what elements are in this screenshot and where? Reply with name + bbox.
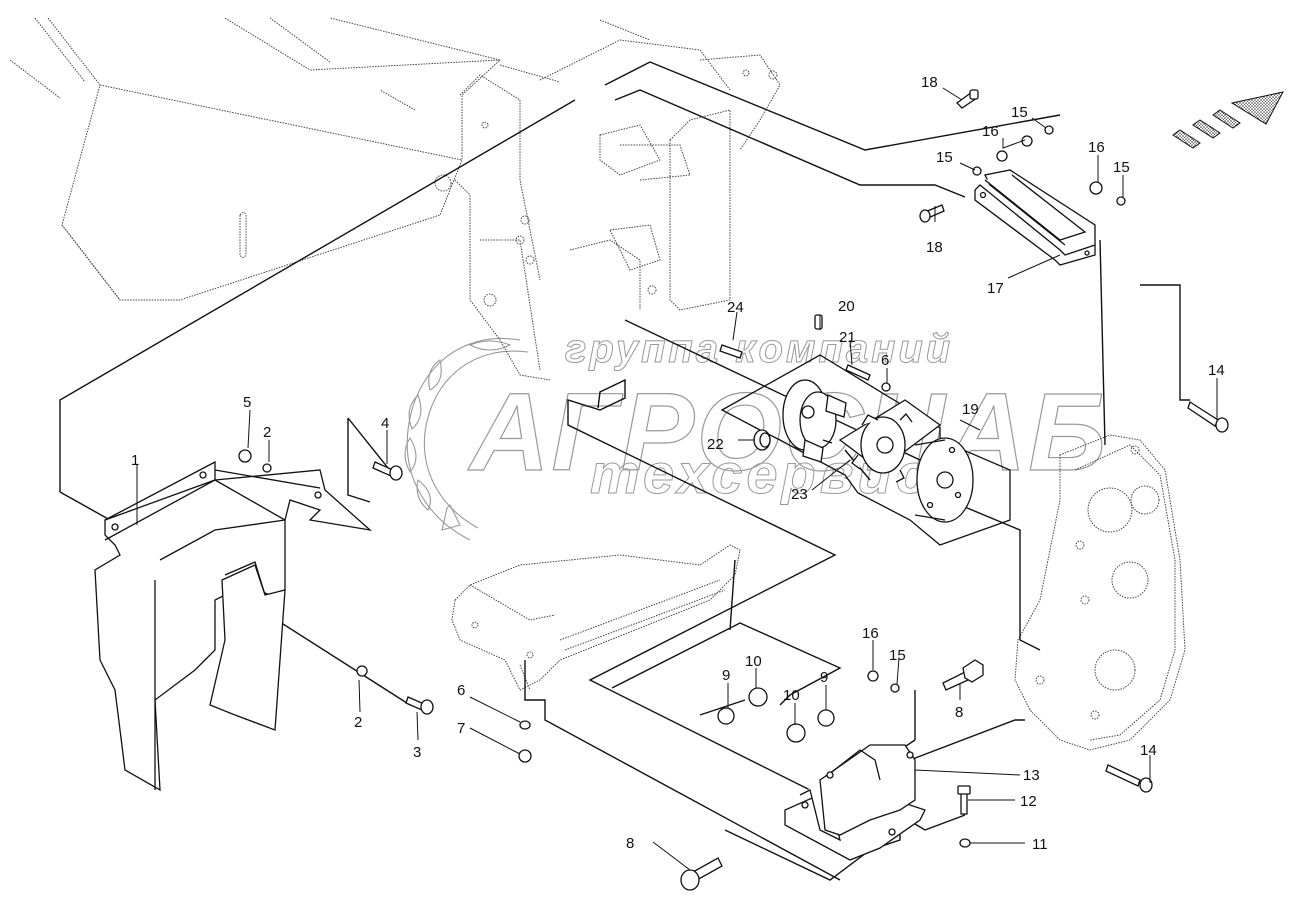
callout-15: 15: [889, 647, 906, 664]
header-frame-ghost: [9, 17, 781, 381]
bolt-3: [405, 696, 434, 715]
part-20-screw: [814, 314, 823, 330]
bolt-4: [372, 461, 403, 481]
callout-24: 24: [727, 299, 744, 316]
callout-9: 9: [722, 667, 730, 684]
callout-13: 13: [1023, 767, 1040, 784]
callout-11: 11: [1032, 836, 1048, 853]
nut-10a: [748, 687, 768, 707]
washer-2a: [262, 463, 272, 473]
callout-10: 10: [783, 687, 800, 704]
nut-7: [518, 749, 532, 763]
bolt-18a: [956, 89, 979, 109]
washer-15b: [972, 166, 982, 176]
part-1-guard: [94, 460, 373, 792]
callout-20: 20: [838, 298, 855, 315]
callout-10: 10: [745, 653, 762, 670]
callout-5: 5: [243, 394, 251, 411]
washer-15c: [1116, 196, 1126, 206]
callout-7: 7: [457, 720, 465, 737]
callout-15: 15: [1011, 104, 1028, 121]
callout-16: 16: [862, 625, 879, 642]
bolt-8b: [680, 857, 723, 891]
washer-15a: [1044, 125, 1054, 135]
callout-17: 17: [987, 280, 1004, 297]
callout-18: 18: [926, 239, 943, 256]
nut-5: [238, 449, 252, 463]
callout-2: 2: [354, 714, 362, 731]
callout-leaders: [136, 87, 1218, 871]
washer-6b: [519, 720, 531, 730]
callout-16: 16: [982, 123, 999, 140]
callout-4: 4: [381, 415, 389, 432]
washer-15d: [890, 683, 900, 693]
washer-9b: [817, 709, 835, 727]
callout-15: 15: [936, 149, 953, 166]
callout-1: 1: [131, 452, 139, 469]
washer-9a: [717, 707, 735, 725]
bolt-14b: [1105, 764, 1153, 793]
callout-23: 23: [791, 486, 808, 503]
watermark-logo-wreath: [404, 338, 529, 541]
nut-10b: [786, 723, 806, 743]
part-24-key: [719, 344, 743, 359]
callout-16: 16: [1088, 139, 1105, 156]
frame-rail-ghost: [451, 544, 741, 691]
callout-18: 18: [921, 74, 938, 91]
callout-8: 8: [626, 835, 634, 852]
bolt-12: [957, 785, 971, 815]
callout-6: 6: [881, 352, 889, 369]
callout-14: 14: [1140, 742, 1157, 759]
callout-21: 21: [839, 329, 856, 346]
gearbox-cover-ghost: [1014, 434, 1186, 751]
callout-2: 2: [263, 424, 271, 441]
bolt-18b: [919, 204, 945, 223]
washer-2b: [356, 665, 368, 677]
nut-16c: [1089, 181, 1103, 195]
callout-19: 19: [962, 401, 979, 418]
travel-direction-arrow-icon: [1172, 91, 1284, 149]
part-22-bushing: [753, 429, 771, 451]
callout-22: 22: [707, 436, 724, 453]
part-23-pin: [822, 439, 833, 444]
washer-11: [959, 838, 971, 848]
callout-12: 12: [1020, 793, 1037, 810]
callout-14: 14: [1208, 362, 1225, 379]
part-19-coupling-assembly: [720, 354, 1011, 546]
part-13-mount-bracket: [784, 744, 926, 861]
callout-15: 15: [1113, 159, 1130, 176]
callout-9: 9: [820, 669, 828, 686]
washer-6a: [881, 382, 891, 392]
bolt-14a: [1187, 401, 1229, 433]
nut-16b: [996, 150, 1008, 162]
callout-6: 6: [457, 682, 465, 699]
part-17-bracket: [974, 169, 1096, 266]
callout-8: 8: [955, 704, 963, 721]
watermark-line1: группа компаний: [565, 327, 953, 371]
callout-3: 3: [413, 744, 421, 761]
part-21-bolt: [845, 364, 871, 381]
bolt-8a: [942, 659, 984, 691]
callout-labels: 1 2 2 3 4 5 6 6 7 8 8 9 9 10 10 11 12 13…: [131, 74, 1225, 853]
nut-16d: [867, 670, 879, 682]
